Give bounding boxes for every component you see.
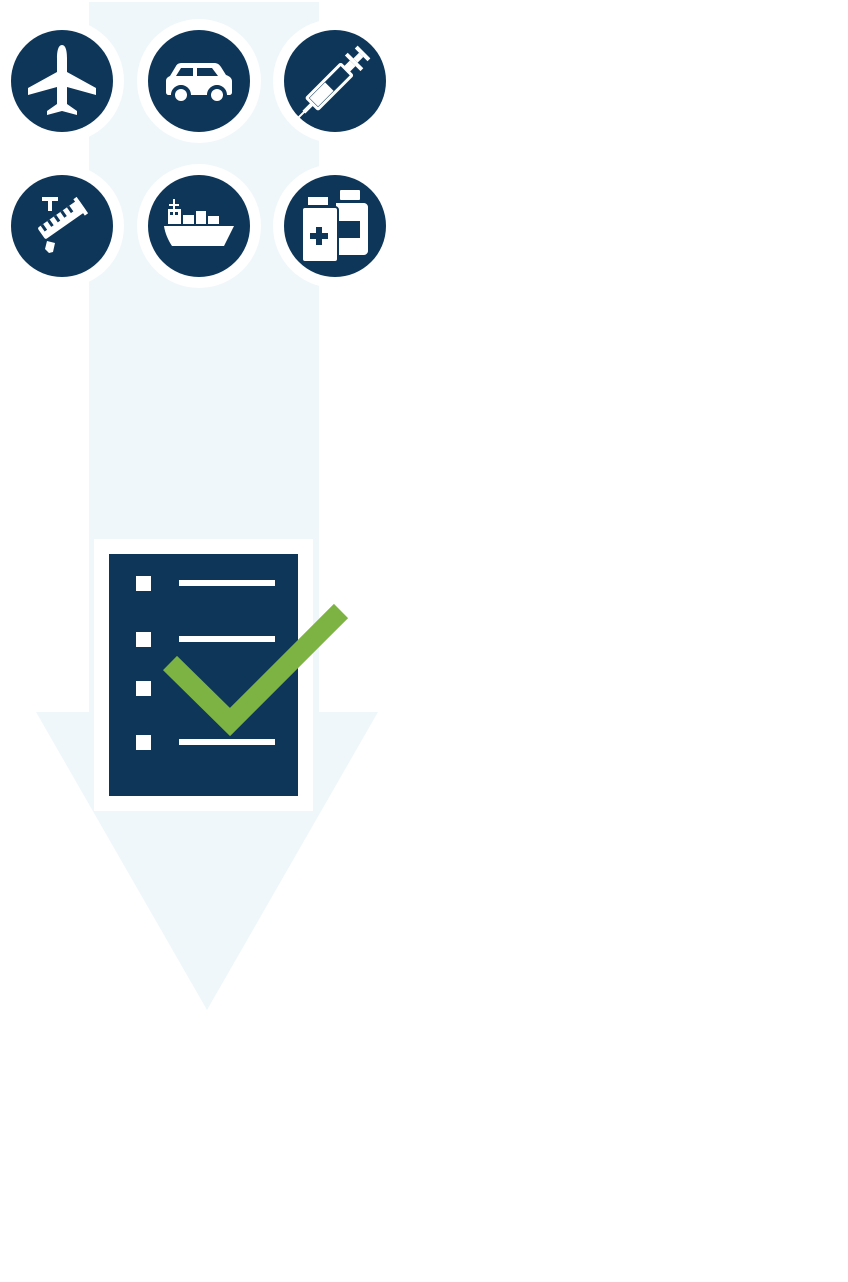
car-icon — [166, 63, 232, 101]
checklist-item-line — [179, 636, 275, 642]
cargo-ship-badge — [137, 164, 261, 288]
checklist-item-box — [136, 735, 151, 750]
checkmark-icon — [162, 603, 349, 737]
down-arrow-background — [36, 2, 378, 1010]
medicine-bottles-badge — [273, 164, 397, 288]
checklist-item-line — [179, 580, 275, 586]
syringe-badge — [273, 19, 397, 143]
syringe-icon — [296, 45, 371, 120]
checklist-icon — [94, 539, 349, 811]
checklist-item-box — [136, 576, 151, 591]
checklist-item-box — [136, 681, 151, 696]
dental-syringe-badge — [0, 164, 124, 288]
checklist-item-line — [179, 739, 275, 745]
car-badge — [137, 19, 261, 143]
dental-syringe-icon — [38, 196, 89, 253]
checklist-item-box — [136, 632, 151, 647]
cargo-ship-icon — [164, 199, 234, 246]
airplane-icon — [28, 45, 96, 115]
medicine-bottles-icon — [301, 190, 368, 263]
airplane-badge — [0, 19, 124, 143]
